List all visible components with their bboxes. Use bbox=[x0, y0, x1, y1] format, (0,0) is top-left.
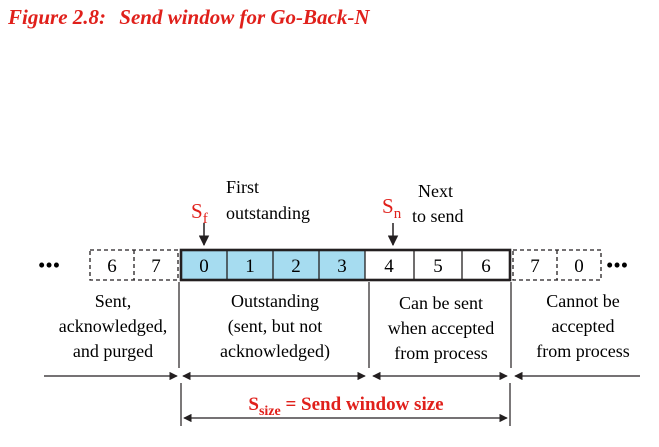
future-cell-0: 0 bbox=[574, 256, 584, 277]
region-outstanding-line2: (sent, but not bbox=[228, 316, 323, 337]
region-purged-line1: Sent, bbox=[95, 291, 132, 311]
region-cannot-send-label: Cannot be accepted from process bbox=[536, 291, 629, 361]
sendable-cells: 4 5 6 bbox=[364, 250, 491, 280]
purged-cell-7: 7 bbox=[151, 256, 161, 277]
outstanding-cell-2: 2 bbox=[291, 256, 301, 277]
sn-symbol: Sn bbox=[382, 194, 402, 222]
sf-label-line1: First bbox=[226, 177, 259, 197]
outstanding-cell-0: 0 bbox=[199, 256, 209, 277]
figure-caption: Figure 2.8: Send window for Go-Back-N bbox=[7, 5, 370, 29]
sn-pointer: Sn Next to send bbox=[382, 181, 464, 247]
future-cell-7: 7 bbox=[530, 256, 540, 277]
purged-cells: 6 7 bbox=[89, 249, 179, 281]
region-purged-line2: acknowledged, bbox=[59, 316, 167, 336]
region-can-send-line2: when accepted bbox=[388, 318, 494, 338]
outstanding-cell-3: 3 bbox=[337, 256, 347, 277]
region-outstanding-line3: acknowledged) bbox=[220, 341, 330, 362]
figure-label: Figure 2.8: bbox=[7, 5, 106, 29]
right-ellipsis: ••• bbox=[606, 253, 628, 277]
sendable-cell-6: 6 bbox=[481, 256, 491, 277]
sendable-cell-5: 5 bbox=[433, 256, 443, 277]
region-cannot-send-line3: from process bbox=[536, 341, 629, 361]
sendable-cell-4: 4 bbox=[384, 256, 394, 277]
sf-label-line2: outstanding bbox=[226, 203, 310, 223]
purged-cell-6: 6 bbox=[107, 256, 117, 277]
region-outstanding-label: Outstanding (sent, but not acknowledged) bbox=[220, 291, 330, 362]
region-can-send-label: Can be sent when accepted from process bbox=[388, 293, 494, 363]
region-outstanding-line1: Outstanding bbox=[231, 291, 319, 311]
sf-symbol: Sf bbox=[191, 199, 208, 227]
region-can-send-line1: Can be sent bbox=[399, 293, 483, 313]
sn-label-line1: Next bbox=[418, 181, 453, 201]
send-window-border bbox=[179, 248, 512, 282]
region-can-send-line3: from process bbox=[394, 343, 487, 363]
region-cannot-send-line2: accepted bbox=[552, 316, 615, 336]
region-purged-label: Sent, acknowledged, and purged bbox=[59, 291, 167, 361]
region-purged-line3: and purged bbox=[73, 341, 153, 361]
figure-title: Send window for Go-Back-N bbox=[119, 5, 370, 29]
future-cells: 7 0 bbox=[512, 249, 602, 281]
sf-pointer: Sf First outstanding bbox=[191, 177, 310, 247]
outstanding-cell-1: 1 bbox=[245, 256, 255, 277]
left-ellipsis: ••• bbox=[38, 253, 60, 277]
sn-label-line2: to send bbox=[412, 206, 464, 226]
outstanding-cells: 0 1 2 3 bbox=[181, 250, 365, 280]
region-cannot-send-line1: Cannot be bbox=[546, 291, 620, 311]
window-size-indicator: Ssize = Send window size bbox=[180, 383, 511, 426]
window-size-label: Ssize = Send window size bbox=[248, 394, 443, 419]
